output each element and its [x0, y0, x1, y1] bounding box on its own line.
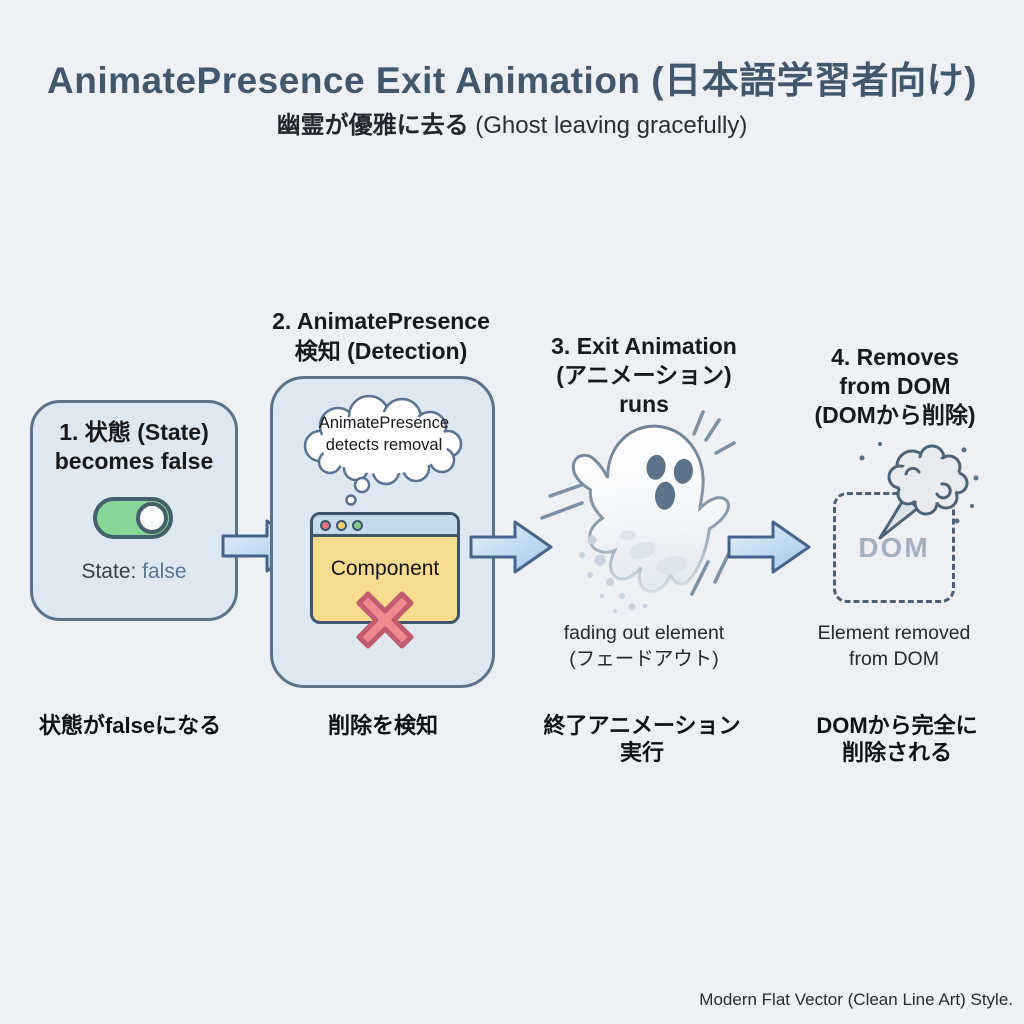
step3-caption-line2: (フェードアウト) [569, 648, 719, 670]
step4-heading-line1: 4. Removes [831, 344, 959, 370]
poof-cloud-icon [859, 442, 979, 540]
page-title: AnimatePresence Exit Animation (日本語学習者向け… [47, 60, 977, 101]
step2-heading: 2. AnimatePresence 検知 (Detection) [251, 306, 511, 366]
window-dot-red-icon [320, 520, 331, 531]
step4-bottom-caption: DOMから完全に 削除される [767, 712, 1024, 766]
step1-heading-line1: 1. 状態 (State) [59, 419, 209, 445]
red-x-icon [356, 591, 414, 649]
step1-heading-line2: becomes false [54, 448, 214, 474]
style-note: Modern Flat Vector (Clean Line Art) Styl… [699, 990, 1013, 1009]
step3-caption: fading out element (フェードアウト) [514, 620, 774, 672]
arrow-step2-to-step3-icon [469, 520, 553, 574]
step1-state-label: State: false [34, 560, 234, 584]
step4-heading-line2: from DOM [839, 373, 951, 399]
state-value-text: false [142, 560, 187, 583]
step4-bottom-caption-line1: DOMから完全に [816, 713, 978, 738]
ghost-icon [540, 410, 736, 613]
fade-dots-icon [579, 535, 648, 613]
browser-window: Component [310, 512, 460, 624]
thought-line1: AnimatePresence [318, 414, 450, 432]
step2-bottom-caption: 削除を検知 [327, 713, 438, 738]
component-label: Component [330, 557, 440, 580]
step4-caption-line2: from DOM [849, 648, 939, 670]
step2-heading-line2: 検知 (Detection) [294, 338, 468, 364]
step4-caption-line1: Element removed [817, 622, 971, 644]
subtitle-english: (Ghost leaving gracefully) [468, 112, 748, 139]
window-dot-yellow-icon [336, 520, 347, 531]
arrow-step3-to-step4-icon [727, 520, 811, 574]
step4-caption: Element removed from DOM [774, 620, 1014, 672]
step4-heading-line3: (DOMから削除) [814, 402, 976, 428]
step3-heading-line2: (アニメーション) [556, 362, 732, 388]
step3-bottom-caption: 終了アニメーション 実行 [502, 712, 782, 766]
step3-bottom-caption-line2: 実行 [619, 740, 664, 765]
step4-bottom-caption-line2: 削除される [841, 740, 952, 765]
subtitle-japanese: 幽霊が優雅に去る [276, 112, 469, 139]
toggle-switch-icon [93, 497, 173, 539]
state-label-text: State: [81, 560, 143, 583]
step3-heading-line3: runs [619, 391, 669, 417]
window-dot-green-icon [352, 520, 363, 531]
step1-heading: 1. 状態 (State) becomes false [34, 418, 234, 476]
step3-bottom-caption-line1: 終了アニメーション [543, 713, 741, 738]
toggle-knob [136, 502, 168, 534]
step4-heading: 4. Removes from DOM (DOMから削除) [775, 343, 1015, 430]
thought-bubble-text: AnimatePresence detects removal [296, 412, 472, 456]
step3-caption-line1: fading out element [563, 622, 725, 644]
dom-dashed-box: DOM [833, 492, 955, 603]
page-subtitle: 幽霊が優雅に去る (Ghost leaving gracefully) [62, 105, 962, 140]
thought-line2: detects removal [325, 436, 443, 454]
dom-label: DOM [858, 531, 930, 563]
thought-bubble-icon [303, 394, 463, 506]
step3-heading: 3. Exit Animation (アニメーション) runs [514, 332, 774, 419]
window-titlebar [313, 515, 457, 537]
step3-heading-line1: 3. Exit Animation [551, 333, 737, 359]
step1-bottom-caption: 状態がfalseになる [38, 713, 222, 738]
step2-heading-line1: 2. AnimatePresence [272, 308, 490, 334]
